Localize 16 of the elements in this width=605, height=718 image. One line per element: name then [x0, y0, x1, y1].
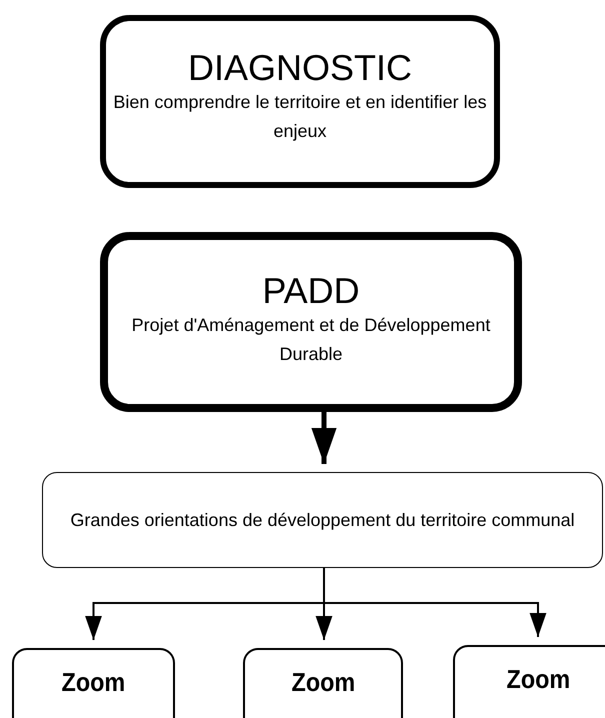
process-box [453, 645, 605, 718]
process-box [12, 648, 175, 718]
process-box [100, 15, 500, 188]
process-box [100, 232, 522, 412]
box-text: Zoom [291, 666, 355, 699]
process-box [42, 472, 603, 568]
box-text: Zoom [506, 663, 570, 696]
box-text: Grandes orientations de développement du territoire communal [70, 508, 575, 532]
box-text: Bien comprendre le territoire et en identifier les enjeux [112, 91, 488, 144]
arrow [311, 412, 337, 464]
arrow [323, 568, 546, 637]
box-text: Projet d'Aménagement et de Développement Durable [130, 314, 492, 366]
box-heading: DIAGNOSTIC [188, 47, 412, 88]
box-heading: PADD [262, 270, 360, 311]
process-box [243, 648, 403, 718]
box-text: Zoom [62, 666, 126, 699]
